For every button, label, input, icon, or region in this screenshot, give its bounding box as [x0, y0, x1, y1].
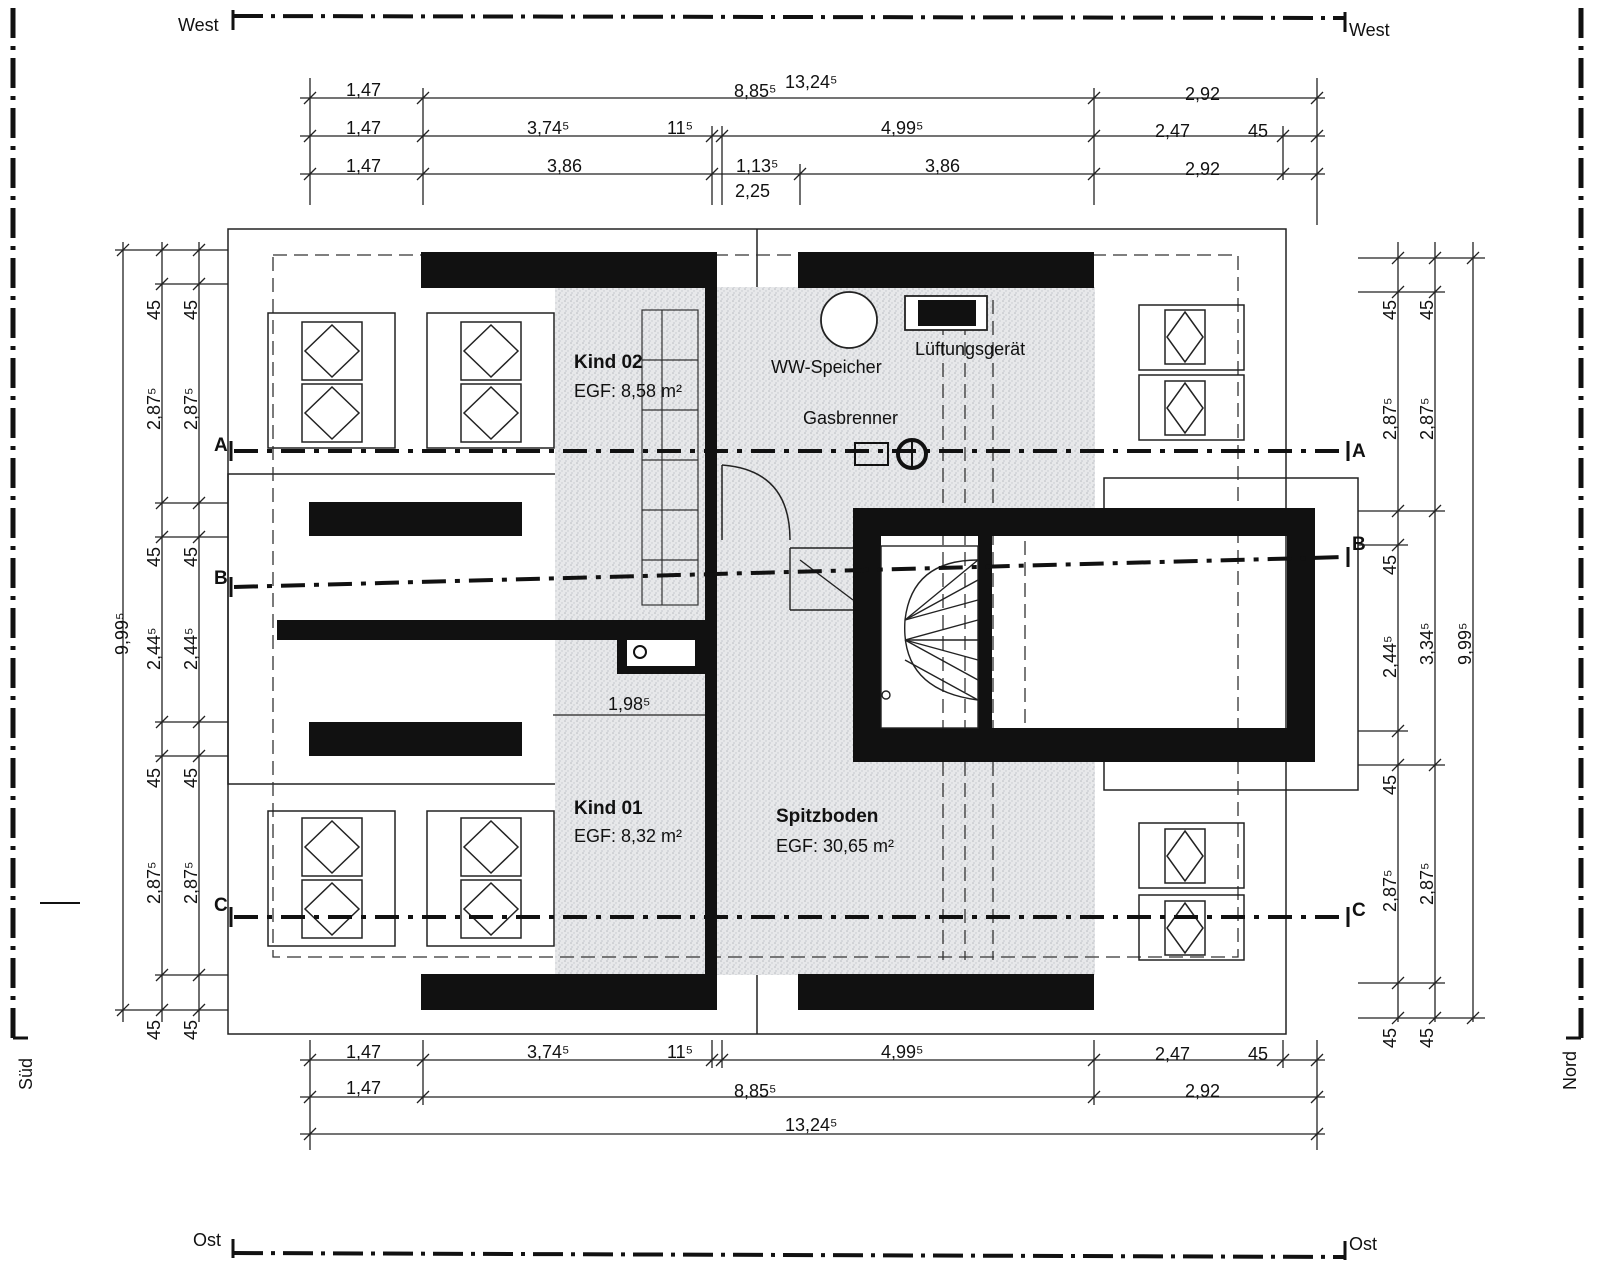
room-kind01-area: EGF: 8,32 m²: [574, 826, 682, 846]
room-spitzboden-area: EGF: 30,65 m²: [776, 836, 894, 856]
section-c-left: C: [214, 895, 228, 916]
room-kind02-area: EGF: 8,58 m²: [574, 381, 682, 401]
right-c1-6: 45: [1380, 1028, 1400, 1048]
bottom-r2-c: 2,92: [1185, 1081, 1220, 1101]
top-r2-a: 1,47: [346, 118, 381, 138]
ventilation-label: Lüftungsgerät: [915, 339, 1025, 359]
section-a-right: A: [1352, 441, 1366, 462]
left-c1-0: 45: [144, 300, 164, 320]
roof-windows-right: [1138, 304, 1245, 961]
bottom-r2-a: 1,47: [346, 1078, 381, 1098]
bottom-r1-b: 3,74⁵: [527, 1042, 570, 1062]
right-dimension-lines: [1358, 242, 1485, 1025]
top-r1-total: 13,24⁵: [785, 72, 838, 92]
left-c1-3: 2,44⁵: [144, 628, 164, 671]
north-label: Nord: [1560, 1051, 1580, 1090]
room-kind01-name: Kind 01: [574, 798, 643, 819]
top-r1-a: 1,47: [346, 80, 381, 100]
top-r3-e: 2,92: [1185, 159, 1220, 179]
top-dimension-lines: [300, 78, 1325, 225]
right-total: 9,99⁵: [1455, 623, 1475, 666]
east-label-left: Ost: [193, 1230, 221, 1250]
right-c1-2: 45: [1380, 555, 1400, 575]
storage-label: WW-Speicher: [771, 357, 882, 377]
walls: [277, 252, 1315, 1010]
plot-boundary: [10, 8, 1584, 1260]
top-r3-f: 2,25: [735, 181, 770, 201]
top-r2-e: 2,47: [1155, 121, 1190, 141]
left-c1-6: 45: [144, 1020, 164, 1040]
chimney-inner: [627, 640, 695, 666]
top-r2-d: 4,99⁵: [881, 118, 924, 138]
left-c2-6: 45: [181, 1020, 201, 1040]
right-c1-0: 45: [1380, 300, 1400, 320]
south-label: Süd: [16, 1058, 36, 1090]
top-r2-c: 11⁵: [667, 118, 693, 138]
inner-dimension: 1,98⁵: [608, 694, 651, 714]
right-c1-1: 2,87⁵: [1380, 398, 1400, 441]
section-a-left: A: [214, 435, 228, 456]
left-dimension-lines: [115, 242, 228, 1022]
bottom-r1-a: 1,47: [346, 1042, 381, 1062]
door-swing: [721, 464, 791, 541]
right-c2-4: 45: [1417, 1028, 1437, 1048]
water-storage-tank: [820, 291, 878, 349]
top-r1-c: 2,92: [1185, 84, 1220, 104]
right-c2-0: 45: [1417, 300, 1437, 320]
section-c-right: C: [1352, 900, 1366, 921]
burner-label: Gasbrenner: [803, 408, 898, 428]
west-label-right: West: [1349, 20, 1390, 40]
left-c2-0: 45: [181, 300, 201, 320]
left-c2-5: 2,87⁵: [181, 862, 201, 905]
bottom-r1-c: 11⁵: [667, 1042, 693, 1062]
gas-burner: [854, 438, 928, 470]
right-c1-4: 45: [1380, 775, 1400, 795]
top-r2-b: 3,74⁵: [527, 118, 570, 138]
top-r3-d: 3,86: [925, 156, 960, 176]
top-r2-f: 45: [1248, 121, 1268, 141]
bottom-r2-b: 8,85⁵: [734, 1081, 777, 1101]
west-label-left: West: [178, 15, 219, 35]
room-spitzboden-name: Spitzboden: [776, 806, 878, 827]
left-c1-2: 45: [144, 547, 164, 567]
section-ticks: [229, 441, 1350, 927]
room-kind02-name: Kind 02: [574, 352, 643, 373]
left-c2-3: 2,44⁵: [181, 628, 201, 671]
top-r3-b: 3,86: [547, 156, 582, 176]
right-c2-1: 2,87⁵: [1417, 398, 1437, 441]
right-c1-5: 2,87⁵: [1380, 870, 1400, 913]
left-total: 9,99⁵: [112, 613, 132, 656]
chimney-flue: [633, 645, 647, 659]
bottom-r3-total: 13,24⁵: [785, 1115, 838, 1135]
top-r3-a: 1,47: [346, 156, 381, 176]
roof-windows-left: [267, 312, 555, 947]
left-c2-1: 2,87⁵: [181, 388, 201, 431]
left-c1-5: 2,87⁵: [144, 862, 164, 905]
right-c2-2: 3,34⁵: [1417, 623, 1437, 666]
right-c1-3: 2,44⁵: [1380, 636, 1400, 679]
bottom-r1-d: 4,99⁵: [881, 1042, 924, 1062]
left-c1-1: 2,87⁵: [144, 388, 164, 431]
east-label-right: Ost: [1349, 1234, 1377, 1254]
bottom-r1-f: 45: [1248, 1044, 1268, 1064]
bottom-r1-e: 2,47: [1155, 1044, 1190, 1064]
top-r1-b: 8,85⁵: [734, 81, 777, 101]
right-c2-3: 2,87⁵: [1417, 863, 1437, 906]
left-c2-2: 45: [181, 547, 201, 567]
ventilation-unit-core: [918, 300, 976, 326]
left-c2-4: 45: [181, 768, 201, 788]
top-r3-c: 1,13⁵: [736, 156, 779, 176]
bottom-dimension-lines: [300, 1040, 1325, 1150]
section-b-left: B: [214, 568, 228, 589]
dashed-limit-lines: [272, 254, 1239, 960]
shelving: [641, 309, 699, 606]
left-c1-4: 45: [144, 768, 164, 788]
section-lines: [233, 449, 1346, 919]
